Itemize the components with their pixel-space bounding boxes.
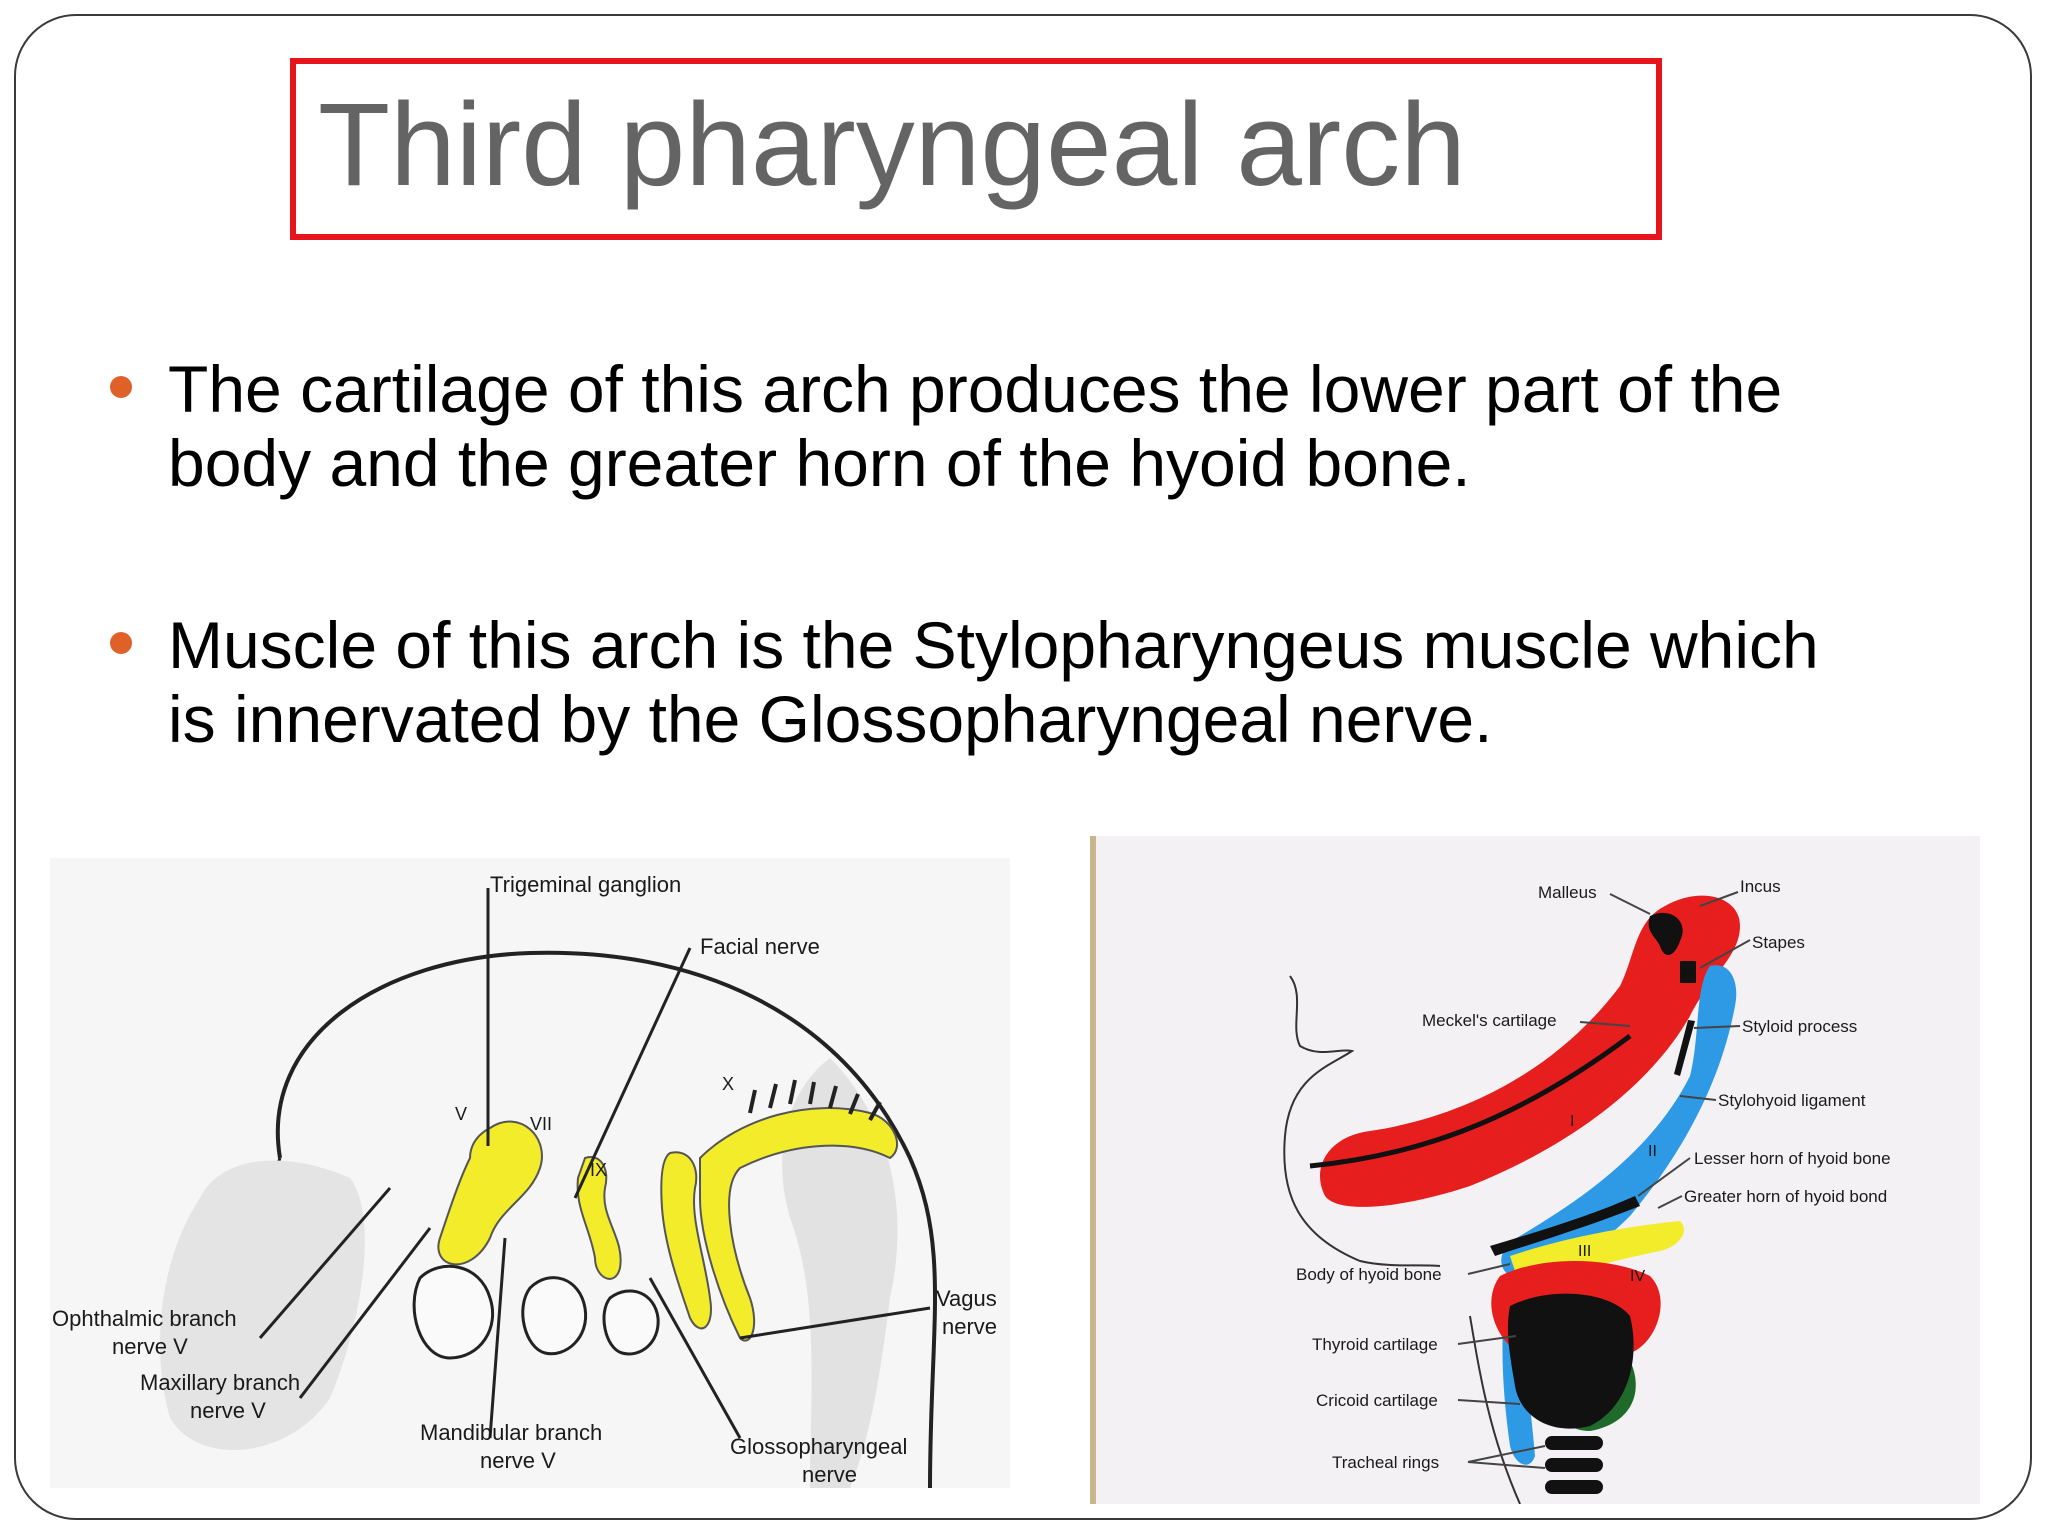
- cartilage-diagram: I II III IV Malleus Incus Stapes Meckel'…: [1090, 836, 1980, 1504]
- bullet-1-line-1: The cartilage of this arch produces the …: [168, 352, 1783, 426]
- arch-3: [602, 1289, 660, 1356]
- head-outline: [276, 950, 937, 1488]
- bullet-text: The cartilage of this arch produces the …: [168, 352, 1928, 500]
- ptr-cricoid: [1457, 1399, 1521, 1405]
- label-vii: VII: [530, 1114, 552, 1134]
- bullet-dot: [110, 632, 132, 654]
- ptr-body-hyoid: [1467, 1263, 1511, 1275]
- label-cricoid: Cricoid cartilage: [1316, 1391, 1438, 1410]
- label-meckels: Meckel's cartilage: [1422, 1011, 1557, 1030]
- label-stapes: Stapes: [1752, 933, 1805, 952]
- facial-nerve-shape: [576, 1156, 622, 1280]
- label-maxillary-2: nerve V: [190, 1398, 266, 1423]
- label-ix: IX: [590, 1160, 607, 1180]
- pointer-facial: [573, 947, 692, 1199]
- label-vagus-1: Vagus: [936, 1286, 997, 1311]
- ptr-lesser-horn: [1637, 1157, 1691, 1197]
- bullet-text: Muscle of this arch is the Stylopharynge…: [168, 608, 1928, 756]
- label-facial-nerve: Facial nerve: [700, 934, 820, 959]
- title-box: Third pharyngeal arch: [290, 58, 1662, 240]
- shaded-tissue-right: [782, 1058, 898, 1488]
- pointer-glossopharyngeal: [648, 1277, 742, 1439]
- meckel-rod: [1309, 1033, 1632, 1169]
- ptr-styloid: [1693, 1025, 1741, 1029]
- roman-4: IV: [1630, 1268, 1645, 1285]
- bullet-2-line-2: is innervated by the Glossopharyngeal ne…: [168, 682, 1493, 756]
- cartilage-diagram-svg: I II III IV Malleus Incus Stapes Meckel'…: [1090, 836, 1980, 1504]
- ptr-incus: [1699, 891, 1739, 907]
- label-glosso-1: Glossopharyngeal: [730, 1434, 907, 1459]
- malleus-incus: [1648, 912, 1683, 956]
- photo-edge: [1090, 836, 1096, 1504]
- ptr-thyroid: [1457, 1335, 1517, 1345]
- label-styloid: Styloid process: [1742, 1017, 1857, 1036]
- bullet-dot: [110, 376, 132, 398]
- pointer-maxillary: [298, 1227, 432, 1399]
- face-profile: [1283, 975, 1441, 1267]
- label-ophthalmic-2: nerve V: [112, 1334, 188, 1359]
- label-x: X: [722, 1074, 734, 1094]
- ptr-tracheal-2: [1467, 1461, 1546, 1469]
- stapes-shape: [1680, 961, 1696, 983]
- trigeminal-nerve: [437, 1120, 543, 1266]
- tracheal-ring-3: [1545, 1480, 1603, 1494]
- ptr-stapes: [1699, 939, 1751, 969]
- neck-profile: [1469, 1315, 1521, 1504]
- bullet-1-line-2: body and the greater horn of the hyoid b…: [168, 426, 1471, 500]
- ptr-greater-horn: [1657, 1195, 1683, 1209]
- label-vagus-2: nerve: [942, 1314, 997, 1339]
- label-v: V: [455, 1104, 467, 1124]
- arch-1-red: [1320, 895, 1740, 1207]
- pointer-vagus: [739, 1306, 931, 1340]
- label-incus: Incus: [1740, 877, 1781, 896]
- label-body-hyoid: Body of hyoid bone: [1296, 1265, 1442, 1284]
- styloid-shape: [1674, 1020, 1695, 1076]
- label-maxillary-1: Maxillary branch: [140, 1370, 300, 1395]
- roman-2: II: [1648, 1143, 1657, 1160]
- vagus-rootlets: [748, 1079, 882, 1121]
- ptr-meckels: [1579, 1021, 1631, 1027]
- nerve-diagram: Trigeminal ganglion Facial nerve V VII I…: [50, 858, 1010, 1488]
- label-mandibular-2: nerve V: [480, 1448, 556, 1473]
- ptr-malleus: [1609, 893, 1651, 915]
- shaded-tissue-left: [160, 1160, 365, 1451]
- label-glosso-2: nerve: [802, 1462, 857, 1487]
- label-ophthalmic-1: Ophthalmic branch: [52, 1306, 237, 1331]
- thyroid-shape: [1507, 1293, 1634, 1429]
- vagus-nerve-shape: [699, 1107, 899, 1342]
- label-greater-horn: Greater horn of hyoid bond: [1684, 1187, 1887, 1206]
- ptr-tracheal-1: [1467, 1445, 1546, 1463]
- arch-2: [521, 1276, 588, 1356]
- glossopharyngeal-nerve-shape: [660, 1151, 712, 1330]
- label-trigeminal-ganglion: Trigeminal ganglion: [490, 872, 681, 897]
- label-lesser-horn: Lesser horn of hyoid bone: [1694, 1149, 1891, 1168]
- label-stylohyoid: Stylohyoid ligament: [1718, 1091, 1866, 1110]
- hyoid-body: [1490, 1196, 1640, 1256]
- ptr-stylohyoid: [1679, 1095, 1717, 1101]
- roman-1: I: [1570, 1113, 1574, 1130]
- nerve-diagram-svg: Trigeminal ganglion Facial nerve V VII I…: [50, 858, 1010, 1488]
- roman-3: III: [1578, 1243, 1591, 1260]
- tracheal-ring-1: [1545, 1436, 1603, 1450]
- tracheal-ring-2: [1545, 1458, 1603, 1472]
- pointer-ophthalmic: [258, 1187, 392, 1339]
- label-tracheal: Tracheal rings: [1332, 1453, 1439, 1472]
- slide-title: Third pharyngeal arch: [318, 79, 1466, 211]
- pointer-mandibular: [488, 1237, 507, 1439]
- label-malleus: Malleus: [1538, 883, 1597, 902]
- label-mandibular-1: Mandibular branch: [420, 1420, 602, 1445]
- arch-1: [412, 1264, 495, 1360]
- label-thyroid: Thyroid cartilage: [1312, 1335, 1438, 1354]
- bullet-2-line-1: Muscle of this arch is the Stylopharynge…: [168, 608, 1819, 682]
